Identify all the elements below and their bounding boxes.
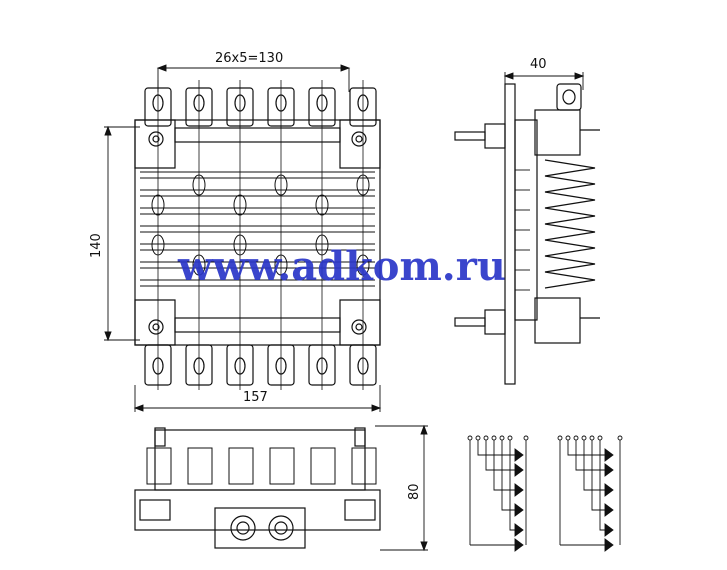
dim-height-label: 140 xyxy=(89,233,104,258)
dim-width-label: 157 xyxy=(243,390,268,405)
dim-pitch-label: 26x5=130 xyxy=(215,51,283,66)
heatsink-body xyxy=(134,119,381,346)
bottom-terminals xyxy=(144,344,377,386)
dim-depth-label: 40 xyxy=(530,57,547,72)
dim-pitch xyxy=(156,64,351,92)
dim-side-height-label: 80 xyxy=(407,483,422,500)
front-view xyxy=(134,80,381,390)
base-plate xyxy=(134,489,381,531)
side-view xyxy=(454,83,600,385)
dim-depth xyxy=(503,72,585,90)
mounting-plate xyxy=(504,83,516,385)
dim-height xyxy=(104,125,140,342)
schematic-left xyxy=(467,435,529,552)
heatsink-fins xyxy=(140,171,375,287)
dim-width xyxy=(133,385,382,412)
watermark-text: www.adkom.ru xyxy=(177,243,506,290)
dim-side-height xyxy=(375,424,428,552)
schematic-right xyxy=(557,435,623,552)
bottom-view xyxy=(134,427,381,549)
